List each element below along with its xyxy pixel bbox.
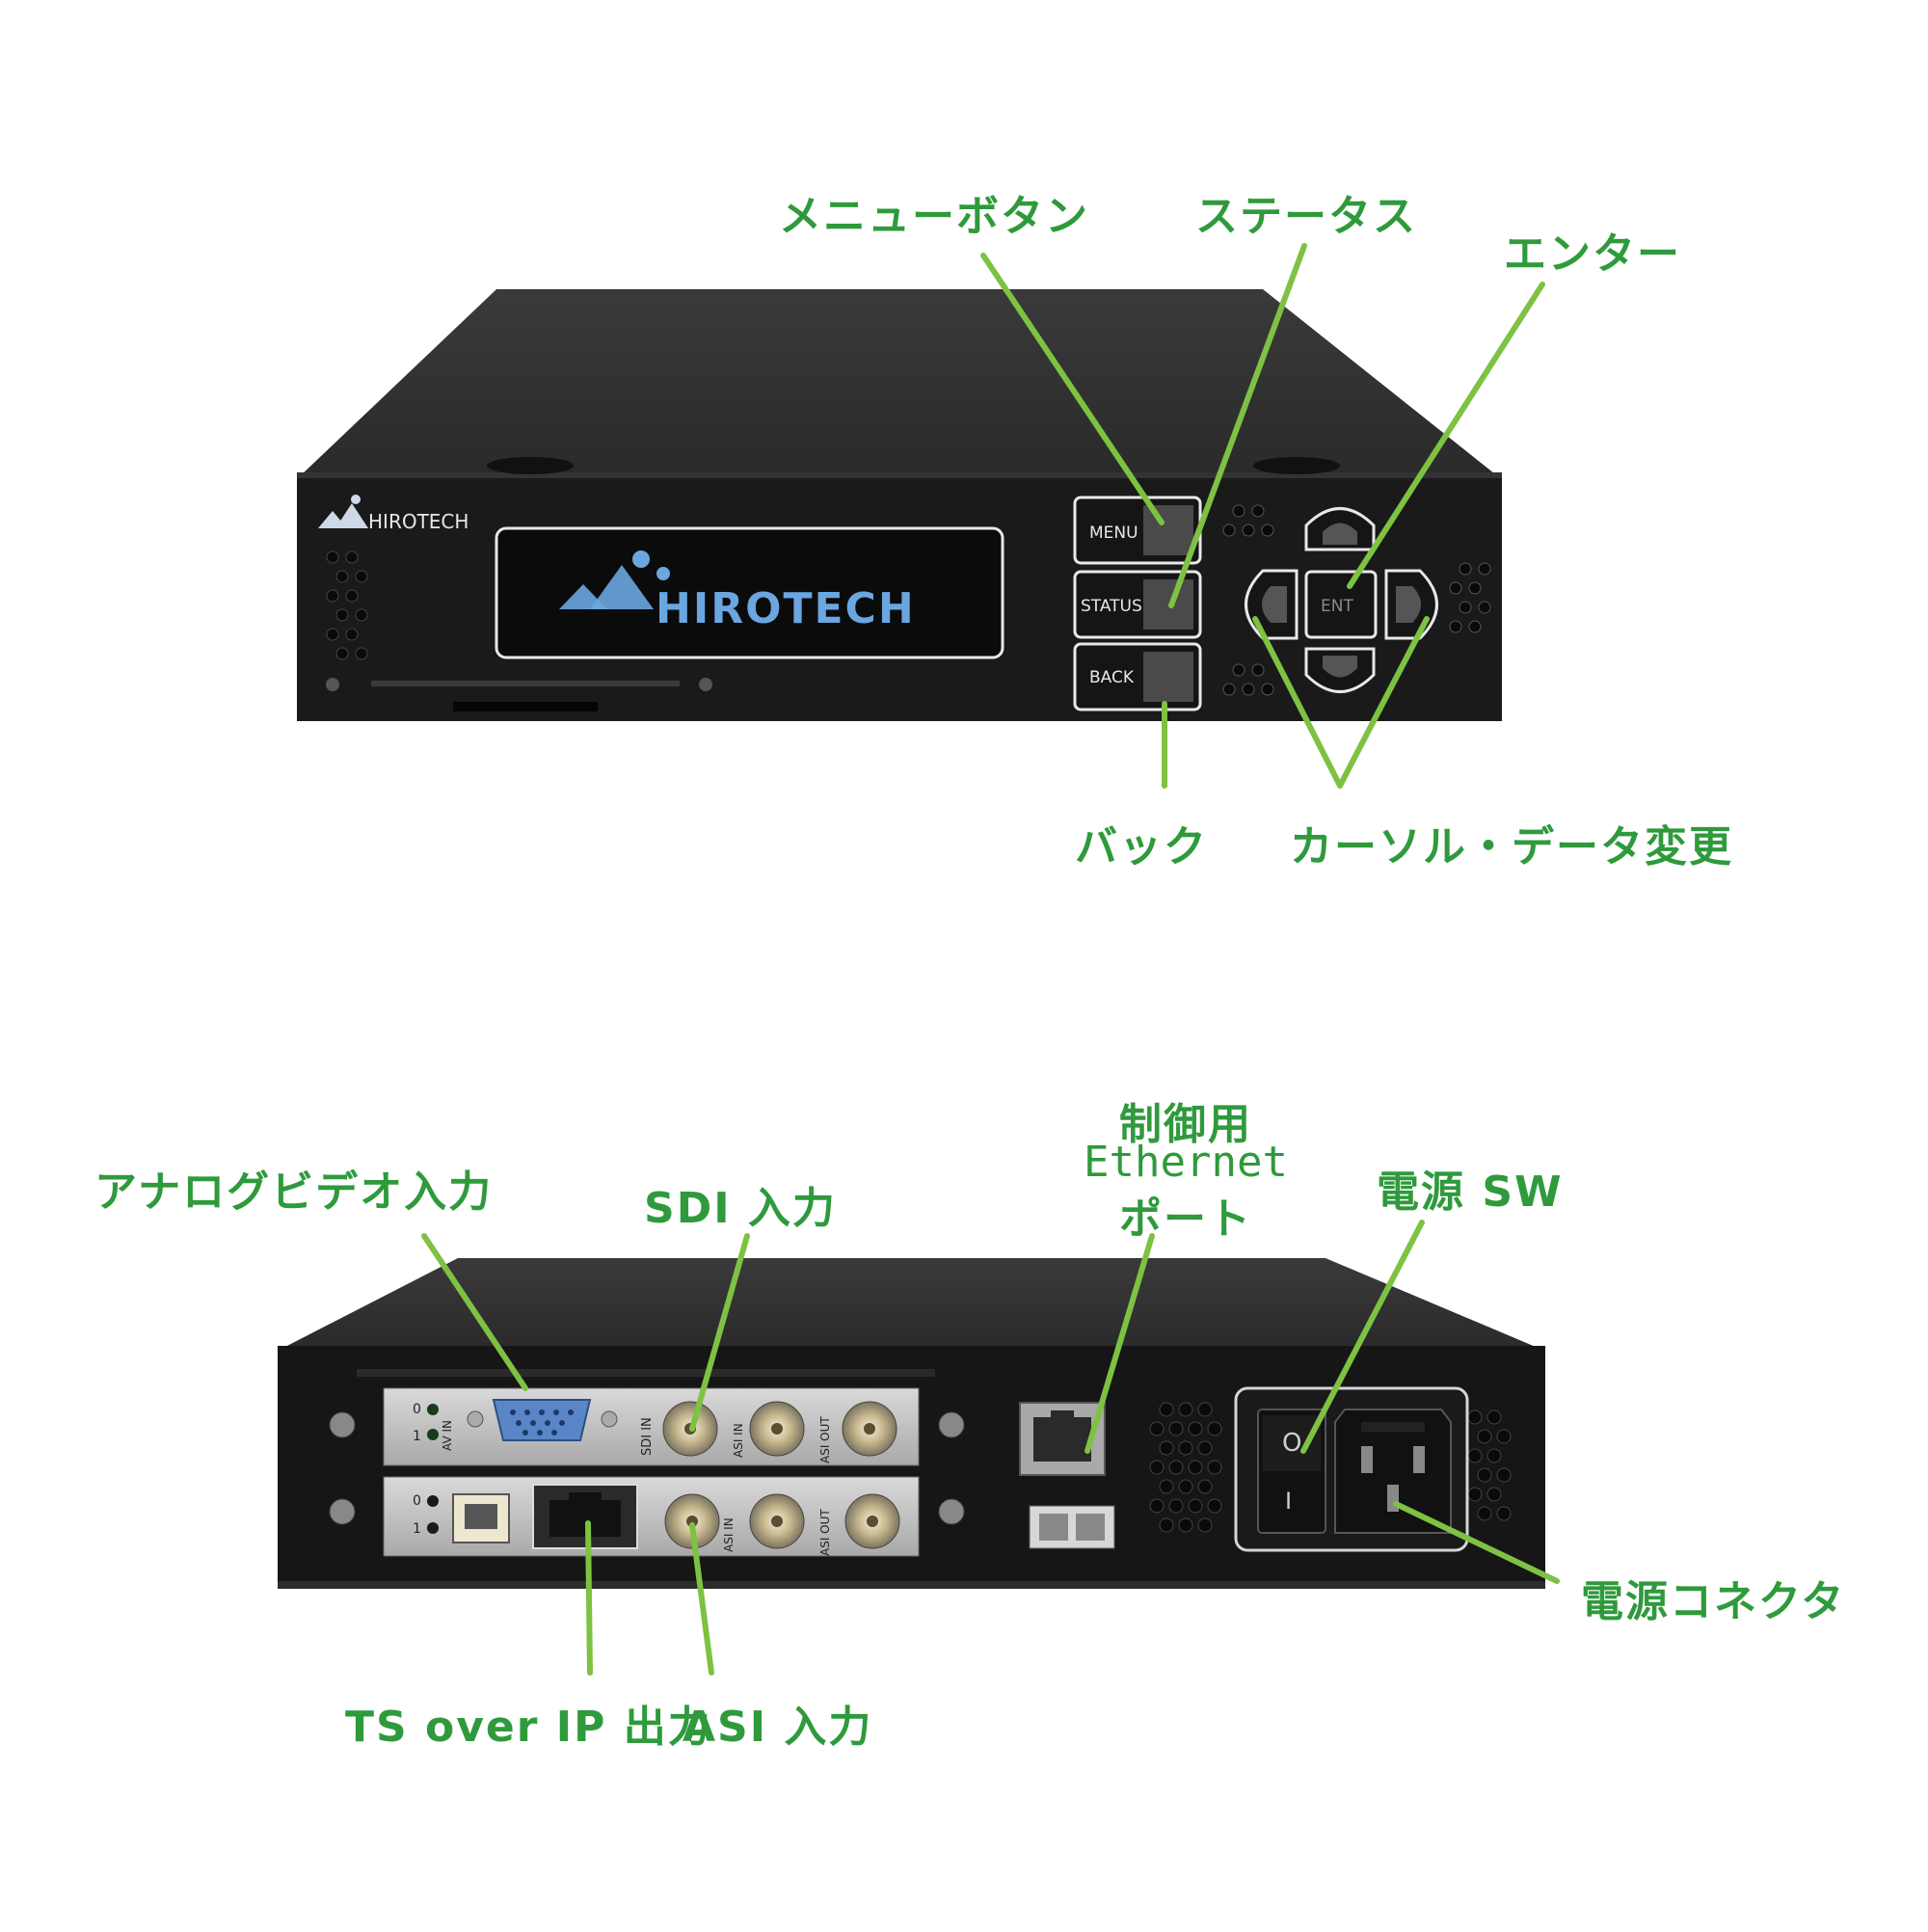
callout-analog-video-in: アナログビデオ入力	[94, 1167, 494, 1217]
back-button-label: BACK	[1089, 668, 1135, 687]
rear-chassis-top	[280, 1258, 1542, 1350]
leader-power-sw	[1300, 1220, 1425, 1454]
led-indicator	[427, 1522, 439, 1534]
left-arrow-button[interactable]	[1245, 569, 1299, 640]
callout-cursor-data: カーソル・データ変更	[1290, 822, 1733, 872]
menu-button-label: MENU	[1089, 523, 1138, 543]
callout-sdi-in: SDI 入力	[644, 1184, 837, 1233]
callout-power-connector: 電源コネクタ	[1581, 1577, 1846, 1626]
callout-back: バック	[1075, 822, 1208, 872]
status-button[interactable]: STATUS	[1073, 570, 1202, 639]
callout-asi-in: ASI 入力	[683, 1703, 873, 1752]
callout-power-sw: 電源 SW	[1377, 1167, 1564, 1217]
callout-enter: エンター	[1504, 229, 1681, 279]
leader-power-connector	[1393, 1501, 1560, 1584]
leader-ts-over-ip	[585, 1520, 593, 1676]
rear-unit: 0 1 AV IN SDI IN ASI IN ASI OUT	[278, 1258, 1545, 1589]
io-card-2: 0 1 ASI IN ASI OUT	[329, 1476, 965, 1557]
callout-ts-over-ip: TS over IP 出力	[345, 1703, 712, 1752]
card1-asi-in-label: ASI IN	[732, 1423, 745, 1458]
callout-ethernet-line2: Ethernet	[1084, 1138, 1288, 1187]
callout-ethernet-line3: ポート	[1119, 1194, 1252, 1244]
power-switch-off-mark: O	[1282, 1429, 1301, 1458]
front-chassis-top	[299, 289, 1499, 477]
screw	[326, 678, 339, 691]
vga-port[interactable]	[492, 1399, 592, 1441]
card2-led1-label: 1	[413, 1521, 421, 1537]
brand-logo: HIROTECH	[318, 495, 469, 533]
brand-name: HIROTECH	[368, 510, 469, 533]
leader-menu	[980, 253, 1165, 525]
down-arrow-button[interactable]	[1304, 647, 1376, 693]
card1-led0-label: 0	[413, 1402, 421, 1417]
leader-cursor-left	[1252, 616, 1343, 789]
enter-button-label: ENT	[1321, 597, 1353, 616]
iec-power-connector[interactable]	[1334, 1409, 1452, 1534]
front-vent-mid	[1222, 504, 1491, 696]
leader-lines	[421, 243, 1560, 1676]
card2-asi-in-label: ASI IN	[722, 1517, 736, 1552]
leader-enter	[1347, 282, 1545, 589]
leader-status	[1168, 243, 1307, 608]
enter-button[interactable]: ENT	[1304, 570, 1378, 639]
led-indicator	[427, 1404, 439, 1415]
screw	[329, 1498, 356, 1525]
card2-asi-out-label: ASI OUT	[818, 1509, 832, 1556]
terminal-block[interactable]	[1029, 1505, 1115, 1549]
leader-ethernet	[1084, 1233, 1155, 1454]
status-button-label: STATUS	[1081, 597, 1142, 616]
leader-sdi	[689, 1233, 750, 1432]
rear-vent	[1149, 1402, 1512, 1533]
back-button[interactable]: BACK	[1073, 642, 1202, 711]
up-arrow-button[interactable]	[1304, 507, 1376, 551]
led-indicator	[427, 1429, 439, 1440]
power-switch-on-mark: I	[1285, 1488, 1292, 1515]
screw	[938, 1411, 965, 1438]
lcd-text: HIROTECH	[656, 584, 916, 633]
right-arrow-button[interactable]	[1384, 569, 1438, 640]
io-card-1: 0 1 AV IN SDI IN ASI IN ASI OUT	[329, 1387, 965, 1466]
screw	[699, 678, 712, 691]
callout-status: ステータス	[1195, 192, 1417, 241]
av-in-label: AV IN	[441, 1420, 454, 1451]
leader-asi-in	[689, 1522, 714, 1676]
screw	[329, 1411, 356, 1438]
front-unit: HIROTECH HIROTECH MENU	[297, 289, 1502, 721]
card1-asi-out-label: ASI OUT	[818, 1416, 832, 1463]
menu-button[interactable]: MENU	[1073, 496, 1202, 565]
leader-cursor-right	[1337, 616, 1430, 789]
card2-led0-label: 0	[413, 1493, 421, 1509]
screw	[938, 1498, 965, 1525]
lcd-logo: HIROTECH	[559, 550, 916, 633]
callout-menu-button: メニューボタン	[779, 192, 1089, 241]
front-vent-left	[326, 550, 368, 660]
sdi-in-label: SDI IN	[640, 1417, 655, 1456]
leader-analog	[421, 1233, 528, 1391]
led-indicator	[427, 1495, 439, 1507]
card1-led1-label: 1	[413, 1429, 421, 1444]
sd-slot	[453, 702, 598, 711]
card-slot	[371, 681, 680, 686]
lcd-display	[495, 526, 1004, 659]
control-ethernet-port[interactable]	[1019, 1402, 1106, 1476]
callout-ethernet-line1: 制御用	[1119, 1100, 1252, 1149]
